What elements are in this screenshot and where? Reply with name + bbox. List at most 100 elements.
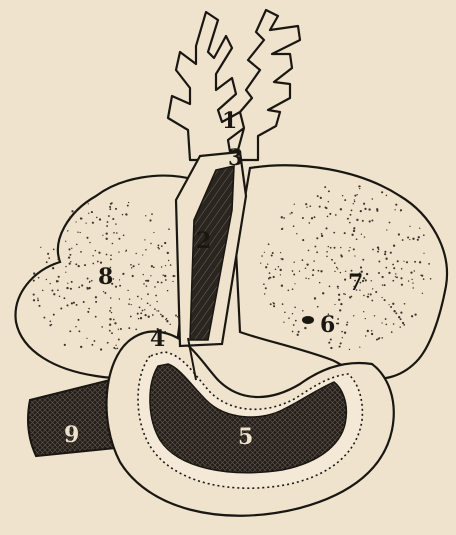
structure-6-mark — [302, 316, 314, 324]
stipple-dot — [92, 255, 93, 256]
stipple-dot — [118, 238, 120, 240]
stipple-dot — [151, 265, 153, 267]
stipple-dot — [166, 320, 168, 322]
stipple-dot — [75, 221, 76, 222]
stipple-dot — [53, 249, 55, 251]
stipple-dot — [376, 339, 378, 341]
stipple-dot — [65, 266, 66, 267]
stipple-dot — [145, 215, 146, 216]
stipple-dot — [334, 247, 336, 249]
stipple-dot — [311, 217, 313, 219]
stipple-dot — [353, 248, 355, 250]
stipple-dot — [158, 310, 159, 311]
stipple-dot — [161, 245, 163, 247]
stipple-dot — [376, 208, 378, 210]
stipple-dot — [264, 293, 265, 294]
stipple-dot — [89, 282, 90, 283]
stipple-dot — [371, 330, 373, 332]
stipple-dot — [136, 253, 137, 254]
stipple-dot — [147, 293, 149, 295]
stipple-dot — [365, 279, 367, 281]
stipple-dot — [316, 237, 318, 239]
stipple-dot — [371, 300, 373, 302]
stipple-dot — [409, 239, 410, 240]
stipple-dot — [302, 310, 304, 312]
stipple-dot — [378, 272, 380, 274]
stipple-dot — [272, 302, 273, 303]
stipple-dot — [106, 254, 108, 256]
stipple-dot — [384, 299, 386, 301]
stipple-dot — [40, 247, 41, 248]
stipple-dot — [289, 213, 290, 214]
stipple-dot — [115, 208, 117, 210]
stipple-dot — [339, 346, 341, 348]
stipple-dot — [135, 329, 137, 331]
stipple-dot — [57, 259, 58, 260]
stipple-dot — [293, 261, 294, 262]
stipple-dot — [384, 251, 386, 253]
stipple-dot — [324, 186, 326, 188]
stipple-dot — [37, 299, 39, 301]
stipple-dot — [69, 263, 71, 265]
stipple-dot — [138, 264, 139, 265]
stipple-dot — [337, 268, 338, 269]
stipple-dot — [110, 297, 112, 299]
stipple-dot — [263, 283, 265, 285]
stipple-dot — [86, 237, 88, 239]
stipple-dot — [106, 225, 108, 227]
stipple-dot — [282, 303, 284, 305]
stipple-dot — [59, 295, 61, 297]
stipple-dot — [88, 203, 89, 204]
stipple-dot — [140, 317, 142, 319]
label-5: 5 — [238, 424, 253, 450]
stipple-dot — [117, 348, 119, 350]
stipple-dot — [412, 282, 413, 283]
stipple-dot — [395, 204, 397, 206]
stipple-dot — [327, 216, 329, 218]
stipple-dot — [119, 279, 120, 280]
stipple-dot — [273, 276, 275, 278]
stipple-dot — [417, 239, 419, 241]
stipple-dot — [294, 307, 296, 309]
stipple-dot — [363, 311, 364, 312]
stipple-dot — [389, 222, 391, 224]
stipple-dot — [265, 266, 267, 268]
stipple-dot — [170, 264, 172, 266]
stipple-dot — [92, 263, 94, 265]
stipple-dot — [377, 246, 379, 248]
stipple-dot — [129, 298, 130, 299]
stipple-dot — [138, 318, 140, 320]
stipple-dot — [164, 242, 166, 244]
stipple-dot — [133, 265, 135, 267]
stipple-dot — [340, 247, 341, 248]
stipple-dot — [87, 311, 89, 313]
stipple-dot — [367, 296, 369, 298]
stipple-dot — [419, 228, 420, 229]
stipple-dot — [347, 322, 349, 324]
stipple-dot — [281, 228, 283, 230]
stipple-dot — [83, 301, 85, 303]
stipple-dot — [335, 214, 337, 216]
stipple-dot — [308, 278, 309, 279]
stipple-dot — [125, 213, 127, 215]
stipple-dot — [37, 298, 38, 299]
stipple-dot — [390, 252, 392, 254]
stipple-dot — [50, 283, 51, 284]
stipple-dot — [326, 251, 328, 253]
stipple-dot — [309, 205, 311, 207]
stipple-dot — [298, 331, 300, 333]
stipple-dot — [148, 316, 150, 318]
stipple-dot — [88, 287, 90, 289]
stipple-dot — [372, 198, 373, 199]
stipple-dot — [165, 265, 166, 266]
stipple-dot — [68, 248, 70, 250]
stipple-dot — [161, 282, 163, 284]
stipple-dot — [113, 232, 115, 234]
stipple-dot — [430, 278, 432, 280]
stipple-dot — [390, 306, 392, 308]
stipple-dot — [175, 315, 177, 317]
stipple-dot — [91, 344, 93, 346]
stipple-dot — [351, 234, 353, 236]
stipple-dot — [334, 271, 335, 272]
stipple-dot — [422, 293, 423, 294]
